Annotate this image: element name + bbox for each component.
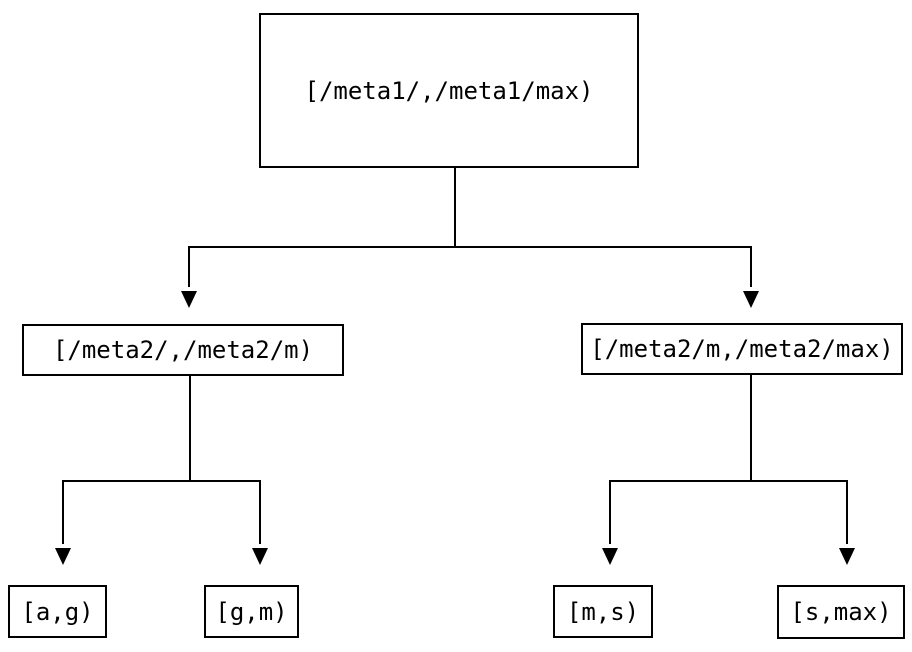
tree-node-right: [/meta2/m,/meta2/max) [581,323,903,375]
tree-node-leaf-ag-label: [a,g) [21,597,94,626]
arrowhead-to-leaf2 [252,548,268,565]
tree-node-leaf-gm: [g,m) [204,585,299,638]
tree-node-root-label: [/meta1/,/meta1/max) [304,76,594,105]
arrowhead-to-right-node [743,291,759,308]
tree-node-root: [/meta1/,/meta1/max) [259,13,639,168]
arrowhead-to-leaf3 [602,548,618,565]
arrowhead-to-leaf1 [55,548,71,565]
tree-node-leaf-ms: [m,s) [553,585,653,638]
tree-node-left-label: [/meta2/,/meta2/m) [52,336,314,364]
tree-node-left: [/meta2/,/meta2/m) [22,324,344,376]
arrowhead-to-leaf4 [839,548,855,565]
tree-node-leaf-smax: [s,max) [777,585,905,639]
arrowhead-to-left-node [181,291,197,308]
tree-node-leaf-ag: [a,g) [8,585,107,638]
tree-node-leaf-gm-label: [g,m) [215,597,288,626]
tree-node-leaf-ms-label: [m,s) [566,597,640,626]
tree-node-right-label: [/meta2/m,/meta2/max) [590,335,894,363]
tree-node-leaf-smax-label: [s,max) [790,598,892,626]
